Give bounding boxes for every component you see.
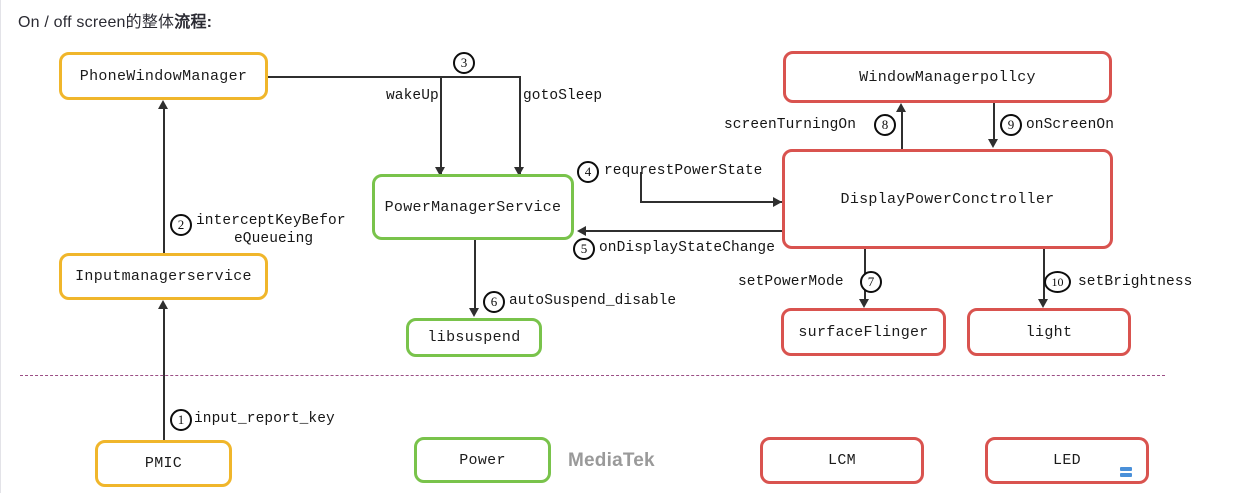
mediatek-watermark: MediaTek: [568, 450, 655, 471]
node-label-windowmanagerpollcy: WindowManagerpollcy: [859, 68, 1036, 86]
node-lcm[interactable]: LCM: [760, 437, 924, 484]
stacked-bars-icon-bar-top: [1120, 467, 1132, 471]
step-badge-5: 5: [573, 238, 595, 260]
node-phone-window-manager[interactable]: PhoneWindowManager: [59, 52, 268, 100]
edge-label-set-brightness: setBrightness: [1078, 274, 1193, 290]
edge-label-set-power-mode: setPowerMode: [738, 274, 844, 290]
node-label-power: Power: [459, 451, 506, 469]
node-label-inputmanagerservice: Inputmanagerservice: [75, 268, 252, 285]
arrowhead-gotosleep-in: [514, 167, 524, 176]
edge-pmic-to-inputmanagerservice-lower: [163, 309, 165, 440]
edge-requestpowerstate-stub: [640, 172, 642, 202]
node-label-phone-window-manager: PhoneWindowManager: [79, 67, 248, 85]
arrowhead-libsuspend-in: [469, 308, 479, 317]
edge-requestpowerstate-horizontal: [640, 201, 782, 203]
edge-onscreenon-vertical: [993, 103, 995, 140]
node-led[interactable]: LED: [985, 437, 1149, 484]
step-badge-4: 4: [577, 161, 599, 183]
step-badge-6: 6: [483, 291, 505, 313]
page-title-bold: 流程:: [174, 14, 213, 31]
node-powermanagerservice[interactable]: PowerManagerService: [372, 174, 574, 240]
arrowhead-wakeup-in: [435, 167, 445, 176]
edge-label-screen-turning-on: screenTurningOn: [724, 117, 857, 133]
edge-label-intercept-key-before-queueing: interceptKeyBefor eQueueing: [196, 212, 371, 248]
step-badge-9: 9: [1000, 114, 1022, 136]
edge-phonewindowmanager-out-horizontal: [268, 76, 520, 78]
node-inputmanagerservice[interactable]: Inputmanagerservice: [59, 253, 268, 300]
arrowhead-powermanagerservice-in: [577, 226, 586, 236]
node-light[interactable]: light: [967, 308, 1131, 356]
page-title: On / off screen的整体流程:: [18, 8, 212, 32]
node-power[interactable]: Power: [414, 437, 551, 483]
node-label-pmic: PMIC: [144, 455, 183, 472]
edge-label-intercept-line2: eQueueing: [234, 231, 314, 248]
arrowhead-phonewindowmanager-in: [158, 100, 168, 109]
node-label-surfaceflinger: surfaceFlinger: [798, 323, 929, 341]
step-badge-7: 7: [860, 271, 882, 293]
edge-inputmanager-to-phonewindowmanager: [163, 109, 165, 253]
arrowhead-surfaceflinger-in: [859, 299, 869, 308]
edge-label-auto-suspend-disable: autoSuspend_disable: [509, 293, 677, 309]
edge-label-on-screen-on: onScreenOn: [1026, 117, 1115, 133]
edge-label-input-report-key: input_report_key: [194, 411, 335, 427]
arrowhead-displaypowerconctroller-top-in: [988, 139, 998, 148]
edge-label-wakeup: wakeUp: [386, 88, 439, 104]
edge-label-intercept-line1: interceptKeyBefor: [196, 213, 346, 229]
node-displaypowerconctroller[interactable]: DisplayPowerConctroller: [782, 149, 1113, 249]
node-label-led: LED: [1053, 452, 1081, 469]
node-windowmanagerpollcy[interactable]: WindowManagerpollcy: [783, 51, 1112, 103]
stacked-bars-icon[interactable]: [1117, 463, 1135, 481]
step-badge-2: 2: [170, 214, 192, 236]
step-badge-10: 10: [1044, 271, 1071, 293]
edge-label-on-display-state-change: onDisplayStateChange: [599, 240, 776, 256]
layer-divider: [20, 375, 1165, 376]
edge-label-gotosleep: gotoSleep: [523, 88, 603, 104]
edge-powermanager-to-libsuspend: [474, 240, 476, 309]
edge-screenturningon-vertical: [901, 112, 903, 149]
edge-setbrightness-vertical: [1043, 249, 1045, 301]
node-label-libsuspend: libsuspend: [427, 329, 521, 346]
edge-ondisplaystatechange-horizontal: [586, 230, 782, 232]
node-pmic[interactable]: PMIC: [95, 440, 232, 487]
step-badge-8: 8: [874, 114, 896, 136]
page-edge-line: [0, 0, 1, 493]
step-badge-3: 3: [453, 52, 475, 74]
page-title-mid: 的整体: [125, 14, 175, 31]
node-label-displaypowerconctroller: DisplayPowerConctroller: [840, 190, 1055, 208]
arrowhead-light-in: [1038, 299, 1048, 308]
edge-label-request-power-state: requrestPowerState: [604, 163, 763, 179]
node-label-lcm: LCM: [828, 452, 856, 469]
node-label-light: light: [1025, 323, 1073, 341]
page-title-plain: On / off screen: [18, 14, 126, 31]
node-libsuspend[interactable]: libsuspend: [406, 318, 542, 357]
arrowhead-displaypowerconctroller-in: [773, 197, 782, 207]
node-label-powermanagerservice: PowerManagerService: [384, 198, 562, 216]
node-surfaceflinger[interactable]: surfaceFlinger: [781, 308, 946, 356]
stacked-bars-icon-bar-bottom: [1120, 473, 1132, 477]
arrowhead-inputmanagerservice-in: [158, 300, 168, 309]
arrowhead-windowmanagerpollcy-in: [896, 103, 906, 112]
edge-gotosleep-vertical: [519, 76, 521, 174]
edge-wakeup-vertical: [440, 76, 442, 174]
step-badge-1: 1: [170, 409, 192, 431]
